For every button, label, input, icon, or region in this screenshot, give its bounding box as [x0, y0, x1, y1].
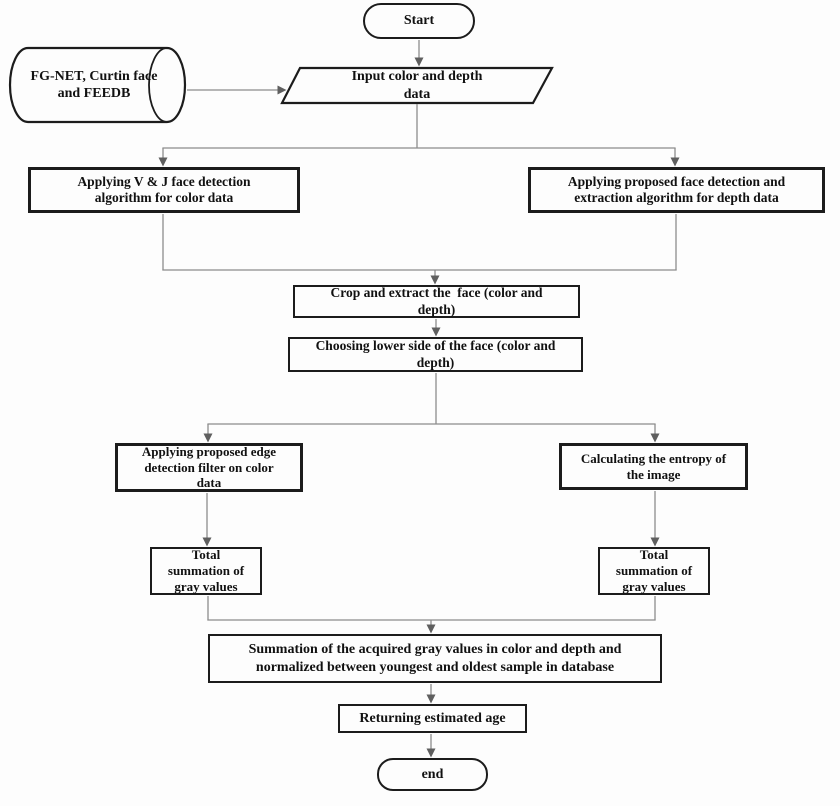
node-total-summation-right: Total summation of gray values — [598, 547, 710, 595]
node-summation-normalized-label: Summation of the acquired gray values in… — [248, 642, 622, 675]
node-start-label: Start — [403, 13, 435, 29]
connector-totals-merge-to-summation — [207, 596, 656, 634]
node-choose-lower-side: Choosing lower side of the face (color a… — [288, 337, 583, 372]
node-end: end — [377, 758, 488, 791]
connector-detection-merge-to-crop — [162, 214, 677, 285]
node-returning-estimated-age: Returning estimated age — [338, 704, 527, 733]
node-choose-lower-side-label: Choosing lower side of the face (color a… — [315, 338, 556, 370]
node-total-summation-left-label: Total summation of gray values — [167, 547, 245, 594]
connector-input-split-to-detection-boxes — [158, 104, 680, 167]
node-end-label: end — [421, 766, 444, 782]
node-input-data: Input color and depth data — [282, 68, 552, 103]
node-edge-detection-filter: Applying proposed edge detection filter … — [115, 443, 303, 492]
node-proposed-face-detection: Applying proposed face detection and ext… — [528, 167, 825, 213]
node-proposed-face-detection-label: Applying proposed face detection and ext… — [567, 173, 786, 205]
node-start: Start — [363, 3, 475, 39]
input-parallelogram-shape — [280, 66, 554, 105]
node-calculate-entropy: Calculating the entropy of the image — [559, 443, 748, 490]
node-crop-extract-face-label: Crop and extract the face (color and dep… — [330, 285, 543, 317]
node-total-summation-right-label: Total summation of gray values — [615, 547, 693, 594]
node-input-data-label: Input color and depth data — [351, 69, 483, 102]
node-edge-detection-filter-label: Applying proposed edge detection filter … — [141, 443, 277, 491]
node-vj-face-detection: Applying V & J face detection algorithm … — [28, 167, 300, 213]
node-database-label: FG-NET, Curtin face and FEEDB — [30, 68, 158, 101]
node-crop-extract-face: Crop and extract the face (color and dep… — [293, 285, 580, 318]
node-returning-estimated-age-label: Returning estimated age — [359, 710, 506, 726]
node-calculate-entropy-label: Calculating the entropy of the image — [580, 450, 727, 482]
node-summation-normalized: Summation of the acquired gray values in… — [208, 634, 662, 683]
database-cylinder-shape — [8, 46, 187, 124]
node-database: FG-NET, Curtin face and FEEDB — [10, 48, 178, 122]
node-vj-face-detection-label: Applying V & J face detection algorithm … — [77, 173, 251, 205]
node-total-summation-left: Total summation of gray values — [150, 547, 262, 595]
connector-choose-split-to-edge-entropy — [203, 373, 660, 443]
